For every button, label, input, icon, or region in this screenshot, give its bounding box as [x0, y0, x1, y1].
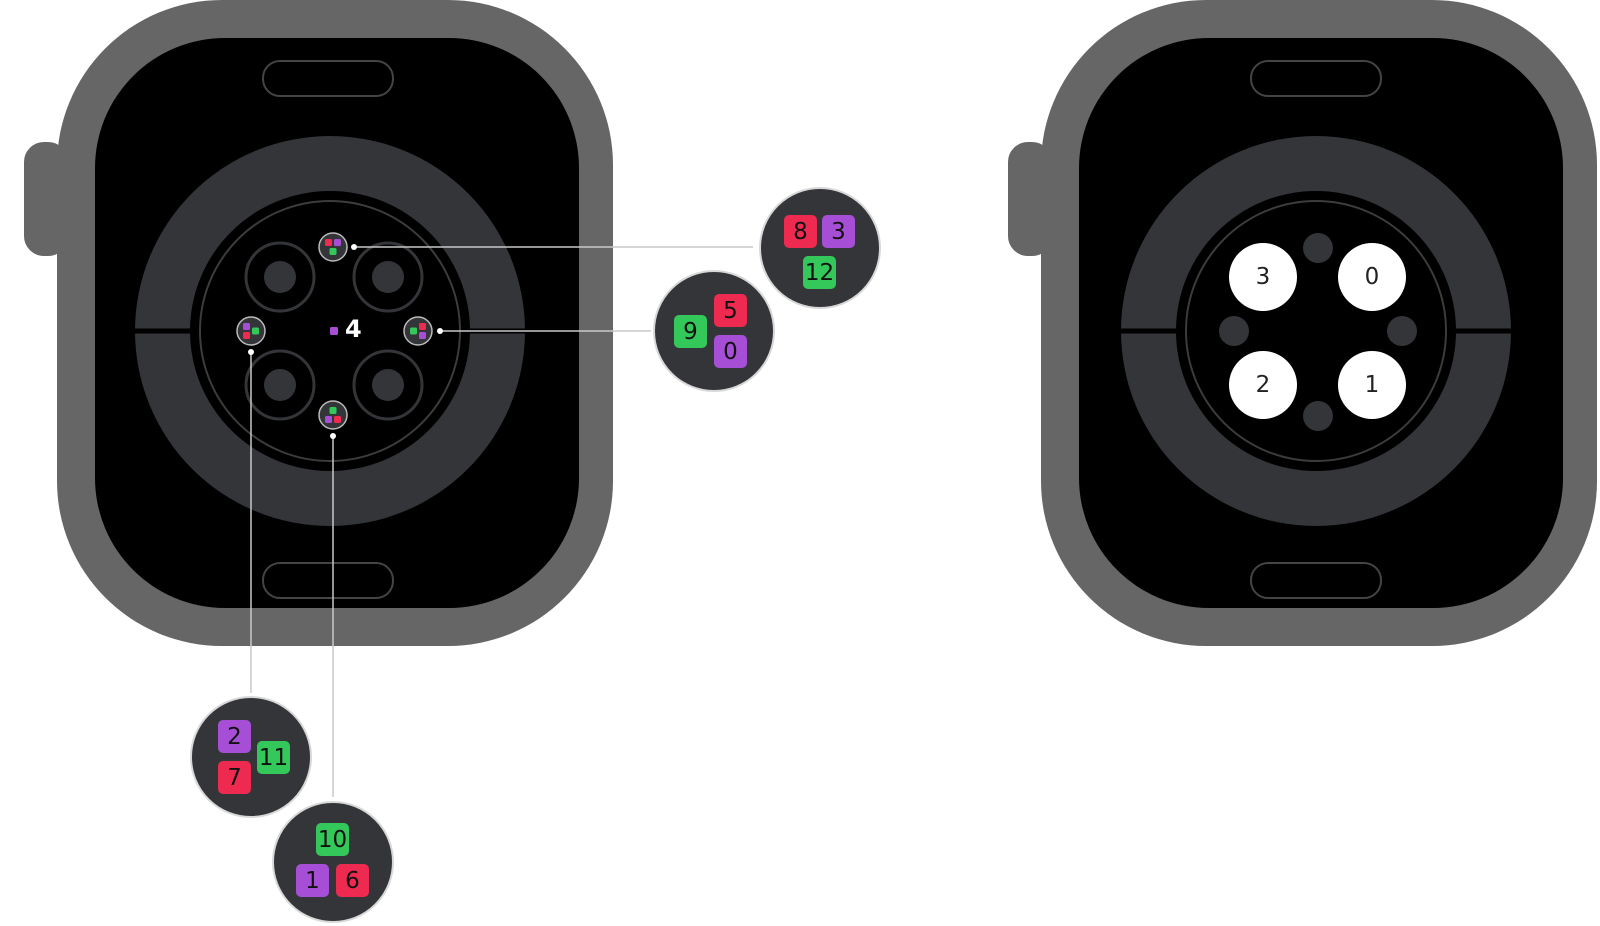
right-band-slot-top	[1250, 60, 1382, 97]
callout-top-label-2: 3	[831, 219, 846, 245]
led-cluster-left	[236, 316, 266, 346]
left-photodiode-top-right	[352, 241, 424, 313]
left-photodiode-top-left	[244, 241, 316, 313]
callout-right: 9 5 0	[653, 270, 775, 392]
callout-bottom-label-2: 1	[305, 868, 320, 894]
callout-top-led-1	[784, 215, 817, 248]
right-photodiode-label: 3	[1256, 264, 1271, 290]
callout-right-label-2: 5	[723, 298, 738, 324]
callout-right-led-1	[674, 315, 707, 348]
right-band-slot-bottom	[1250, 562, 1382, 599]
right-photodiode-label: 1	[1365, 372, 1380, 398]
callout-bottom-label-3: 6	[345, 868, 360, 894]
left-photodiode-bottom-left	[244, 349, 316, 421]
led-cluster-right	[403, 316, 433, 346]
right-sensor-inner-ring	[1185, 200, 1447, 462]
callout-bottom-label-1: 10	[318, 827, 347, 853]
right-led-dot-right	[1387, 316, 1417, 346]
right-photodiode-top-right: 0	[1338, 243, 1406, 311]
callout-right-label-1: 9	[683, 319, 698, 345]
callout-bottom: 10 1 6	[272, 801, 394, 923]
right-watch: 3 0 2 1	[1004, 0, 1597, 646]
callout-left-led-1	[218, 720, 251, 753]
callout-top: 8 3 12	[759, 187, 881, 309]
callout-bottom-led-3	[336, 864, 369, 897]
callout-right-label-3: 0	[723, 339, 738, 365]
left-band-slot-top	[262, 60, 394, 97]
callout-left-label-1: 2	[227, 724, 242, 750]
left-photodiode-bottom-right	[352, 349, 424, 421]
left-band-slot-bottom	[262, 562, 394, 599]
callout-right-led-3	[714, 335, 747, 368]
callout-left-label-2: 11	[259, 745, 288, 771]
right-photodiode-bottom-left: 2	[1229, 351, 1297, 419]
callout-bottom-led-2	[296, 864, 329, 897]
callout-left-led-2	[257, 741, 290, 774]
right-led-dot-top	[1303, 233, 1333, 263]
left-watch: 4	[20, 0, 753, 797]
leader-dots	[248, 244, 443, 439]
center-led-label: 4	[345, 315, 362, 343]
callout-left: 2 11 7	[190, 696, 312, 818]
right-photodiode-label: 2	[1256, 372, 1271, 398]
callout-top-led-3	[803, 256, 836, 289]
right-led-dot-left	[1219, 316, 1249, 346]
callout-top-label-1: 8	[793, 219, 808, 245]
callout-left-label-3: 7	[227, 765, 242, 791]
right-photodiode-top-left: 3	[1229, 243, 1297, 311]
led-cluster-bottom	[318, 400, 348, 430]
callout-left-led-3	[218, 761, 251, 794]
led-cluster-top	[318, 232, 348, 262]
right-photodiode-label: 0	[1365, 264, 1380, 290]
right-photodiode-bottom-right: 1	[1338, 351, 1406, 419]
callout-bottom-led-1	[316, 823, 349, 856]
leader-lines	[250, 246, 753, 797]
callout-top-label-3: 12	[805, 260, 834, 286]
callout-right-led-2	[714, 294, 747, 327]
callout-top-led-2	[822, 215, 855, 248]
right-led-dot-bottom	[1303, 401, 1333, 431]
center-led	[330, 327, 338, 335]
